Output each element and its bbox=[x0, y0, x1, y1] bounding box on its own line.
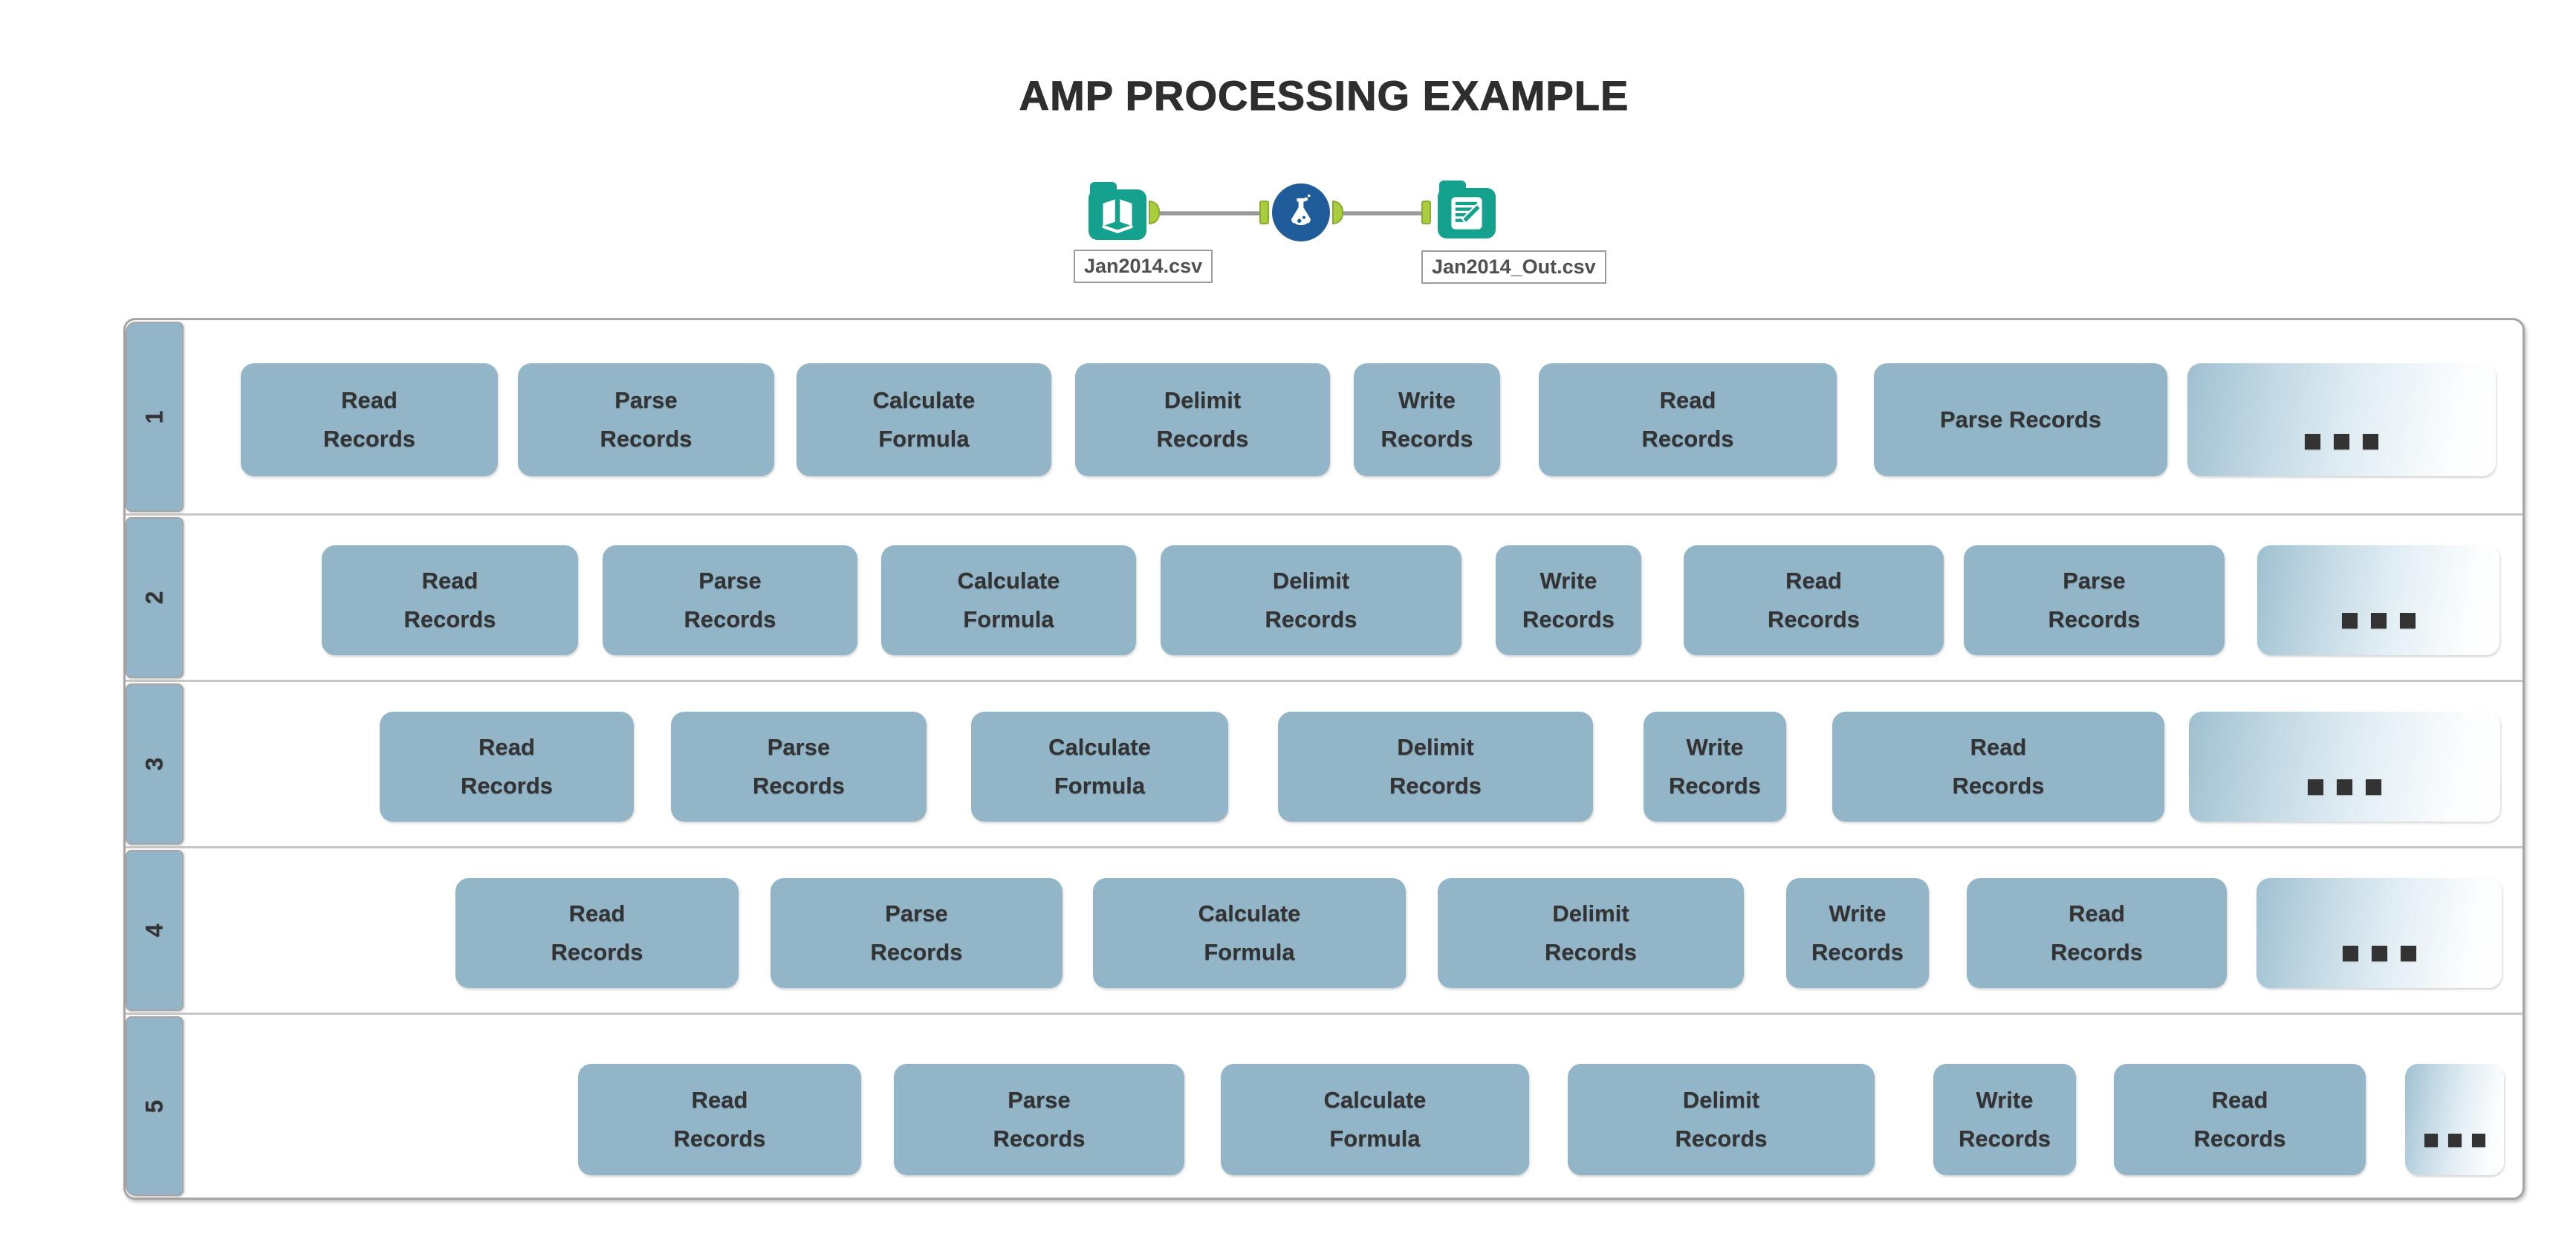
process-block: Read Records bbox=[241, 363, 498, 476]
process-block: Parse Records bbox=[603, 545, 857, 655]
input-data-tool bbox=[1089, 182, 1146, 240]
process-block: Delimit Records bbox=[1075, 363, 1330, 476]
lane-4-label: 4 bbox=[126, 850, 184, 1011]
ellipsis-dot bbox=[2370, 613, 2387, 628]
ellipsis-dot bbox=[2366, 779, 2381, 795]
lane-number: 1 bbox=[140, 410, 168, 423]
output-file-label: Jan2014_Out.csv bbox=[1421, 250, 1606, 284]
process-block: Write Records bbox=[1496, 545, 1641, 655]
document-output-icon bbox=[1438, 188, 1496, 238]
process-block: Calculate Formula bbox=[971, 712, 1228, 822]
ellipsis-dot bbox=[2371, 946, 2387, 961]
process-block: Read Records bbox=[1539, 363, 1837, 476]
flask-formula-icon bbox=[1291, 194, 1311, 227]
swimlane-pool: 1 Read Records Parse Records Calculate F… bbox=[123, 318, 2525, 1200]
ellipsis-dot bbox=[2399, 613, 2416, 628]
process-block: Read Records bbox=[578, 1064, 861, 1175]
more-blocks-indicator bbox=[2257, 545, 2499, 655]
lane-number: 3 bbox=[140, 757, 168, 771]
lane-number: 4 bbox=[140, 923, 168, 938]
process-block: Parse Records bbox=[671, 712, 927, 822]
process-block: Read Records bbox=[322, 545, 578, 655]
ellipsis-dot bbox=[2363, 434, 2378, 449]
lane-5: 5 Read Records Parse Records Calculate F… bbox=[126, 1013, 2523, 1198]
process-block: Calculate Formula bbox=[881, 545, 1136, 655]
ellipsis-dot bbox=[2308, 779, 2323, 795]
process-block: Calculate Formula bbox=[1093, 878, 1406, 988]
process-block: Read Records bbox=[455, 878, 739, 988]
process-block: Parse Records bbox=[518, 363, 774, 476]
lane-1-label: 1 bbox=[126, 322, 184, 512]
page-title: AMP PROCESSING EXAMPLE bbox=[1019, 72, 1629, 120]
input-file-label: Jan2014.csv bbox=[1074, 250, 1213, 283]
more-blocks-indicator bbox=[2189, 712, 2500, 822]
process-block: Parse Records bbox=[1964, 545, 2225, 655]
more-blocks-indicator bbox=[2257, 878, 2502, 988]
process-block: Calculate Formula bbox=[797, 363, 1051, 476]
process-block: Write Records bbox=[1786, 878, 1929, 988]
output-anchor-icon bbox=[1332, 201, 1343, 224]
ellipsis-dot bbox=[2471, 1134, 2485, 1147]
lane-4: 4 Read Records Parse Records Calculate F… bbox=[126, 846, 2523, 1013]
lane-1: 1 Read Records Parse Records Calculate F… bbox=[126, 320, 2523, 513]
process-block: Parse Records bbox=[1874, 363, 2167, 476]
ellipsis-dot bbox=[2337, 779, 2352, 795]
formula-tool bbox=[1272, 183, 1330, 241]
lane-2-label: 2 bbox=[126, 517, 184, 678]
process-block: Write Records bbox=[1933, 1064, 2076, 1175]
ellipsis-dot bbox=[2334, 434, 2349, 449]
process-block: Read Records bbox=[2114, 1064, 2366, 1175]
lane-number: 2 bbox=[140, 591, 168, 605]
input-anchor-icon bbox=[1421, 201, 1431, 224]
process-block: Read Records bbox=[1832, 712, 2164, 822]
output-anchor-icon bbox=[1149, 201, 1160, 224]
process-block: Read Records bbox=[1967, 878, 2227, 988]
process-block: Read Records bbox=[380, 712, 634, 822]
process-block: Write Records bbox=[1644, 712, 1786, 822]
ellipsis-dot bbox=[2447, 1134, 2462, 1147]
output-data-tool bbox=[1438, 181, 1496, 238]
input-anchor-icon bbox=[1259, 201, 1269, 224]
process-block: Parse Records bbox=[770, 878, 1062, 988]
connector-wire bbox=[1343, 211, 1421, 215]
lane-number: 5 bbox=[140, 1099, 168, 1113]
process-block: Parse Records bbox=[894, 1064, 1184, 1175]
more-blocks-indicator bbox=[2187, 363, 2496, 476]
process-block: Write Records bbox=[1354, 363, 1500, 476]
ellipsis-dot bbox=[2424, 1134, 2438, 1147]
ellipsis-dot bbox=[2342, 946, 2358, 961]
lane-3-label: 3 bbox=[126, 683, 184, 845]
ellipsis-dot bbox=[2341, 613, 2358, 628]
process-block: Delimit Records bbox=[1278, 712, 1593, 822]
connector-wire bbox=[1160, 211, 1259, 215]
lane-5-label: 5 bbox=[126, 1016, 184, 1196]
process-block: Delimit Records bbox=[1438, 878, 1744, 988]
more-blocks-indicator bbox=[2405, 1064, 2504, 1175]
process-block: Calculate Formula bbox=[1221, 1064, 1529, 1175]
book-input-icon bbox=[1089, 189, 1146, 240]
process-block: Delimit Records bbox=[1161, 545, 1461, 655]
lane-2: 2 Read Records Parse Records Calculate F… bbox=[126, 513, 2523, 680]
process-block: Read Records bbox=[1684, 545, 1944, 655]
ellipsis-dot bbox=[2305, 434, 2320, 449]
ellipsis-dot bbox=[2400, 946, 2416, 961]
process-block: Delimit Records bbox=[1568, 1064, 1875, 1175]
lane-3: 3 Read Records Parse Records Calculate F… bbox=[126, 680, 2523, 846]
